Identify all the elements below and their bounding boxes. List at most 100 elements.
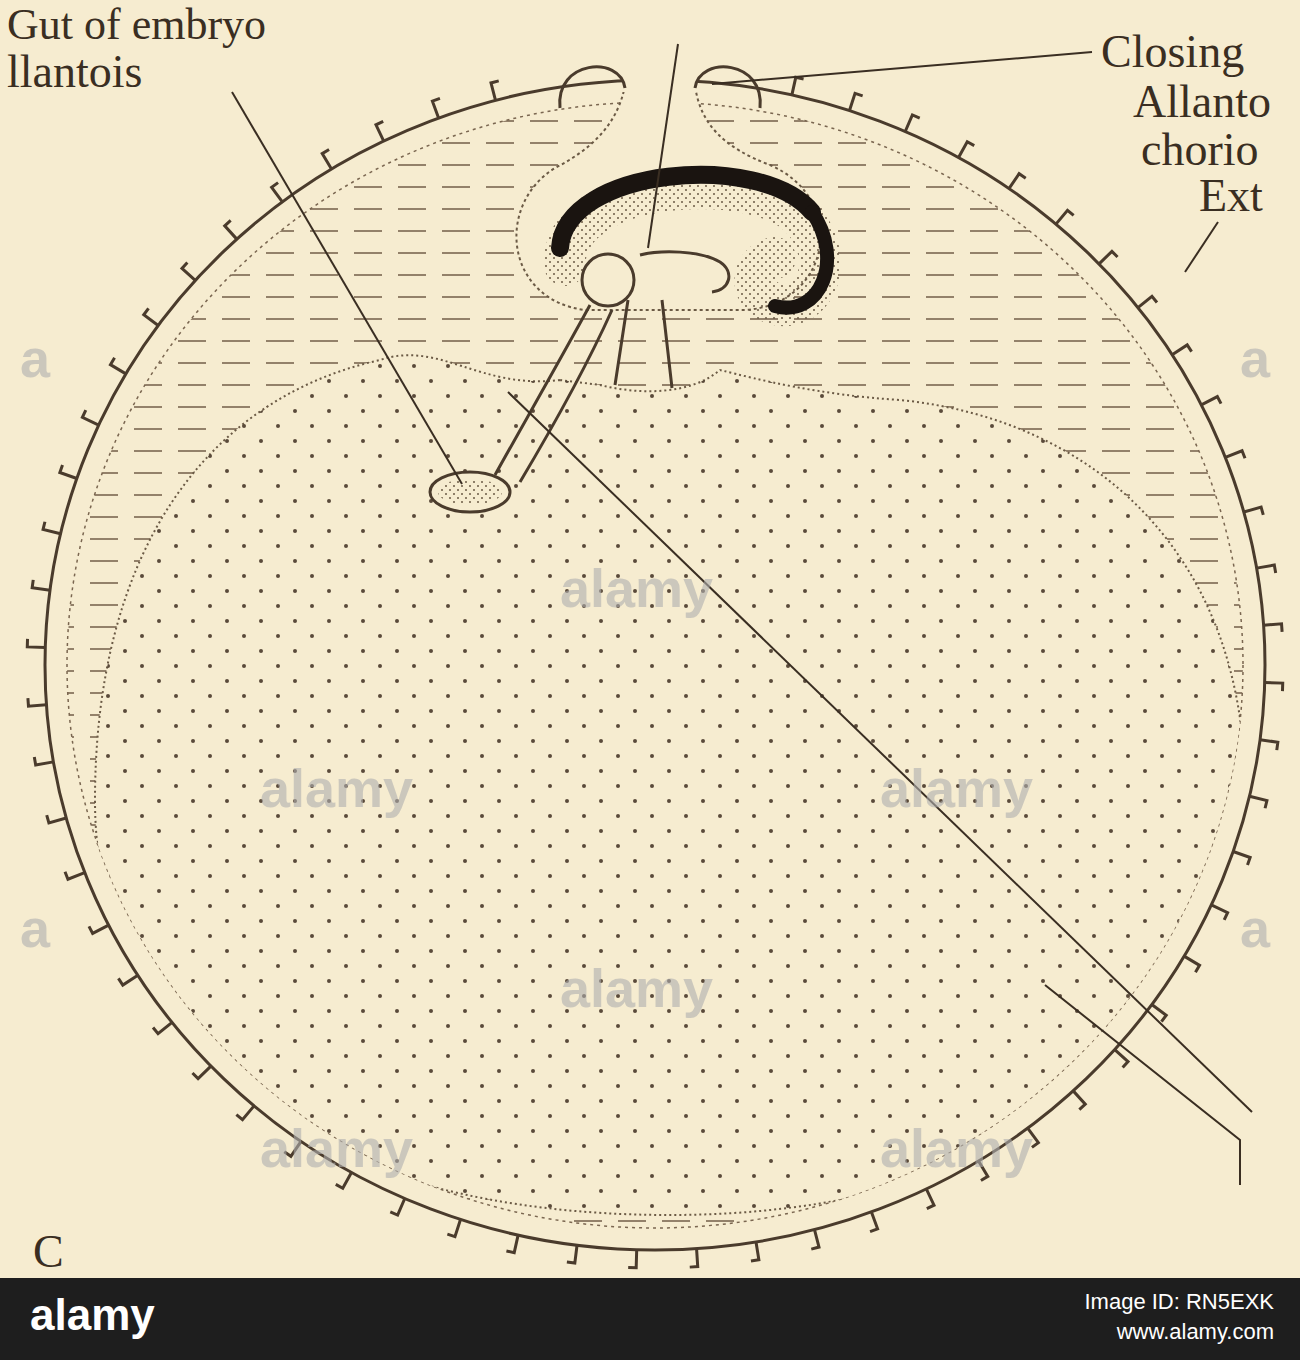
footer-text: alamy	[30, 1292, 155, 1338]
right-fold-tip	[695, 67, 760, 108]
villus	[153, 1022, 172, 1033]
villus	[1264, 624, 1283, 632]
chorion-outer	[45, 80, 1265, 1250]
villus	[110, 358, 125, 374]
label: chorio	[1138, 126, 1262, 174]
panel-letter: C	[30, 1228, 67, 1276]
villus	[43, 522, 61, 534]
watermark: a	[1240, 330, 1270, 387]
amnion-gap	[622, 40, 698, 92]
villus	[236, 1106, 254, 1120]
watermark: a	[20, 330, 50, 387]
villus	[506, 1235, 518, 1253]
label: Allanto	[1130, 78, 1274, 126]
villus	[905, 115, 919, 132]
villus	[1172, 345, 1191, 355]
embryo-mesoderm	[565, 188, 820, 305]
left-fold-tip	[560, 67, 625, 108]
villus	[60, 465, 77, 479]
villus	[322, 150, 331, 170]
villus	[144, 308, 158, 325]
watermark: alamy	[560, 560, 713, 617]
villus	[959, 142, 975, 158]
villus	[1009, 174, 1026, 189]
villus	[1184, 956, 1199, 972]
villus	[34, 757, 53, 765]
villus	[870, 1212, 878, 1232]
villus	[1249, 796, 1267, 808]
villus	[225, 220, 237, 239]
villus	[1056, 210, 1074, 224]
villus	[1099, 251, 1117, 264]
footer-text: www.alamy.com	[1117, 1320, 1274, 1343]
villus	[491, 81, 499, 100]
embryo-head	[775, 212, 827, 308]
yolk-stipple	[95, 355, 1245, 1215]
yolk-sac	[95, 355, 1245, 1215]
villus	[567, 1245, 577, 1263]
villus	[1152, 1004, 1166, 1021]
watermark: a	[20, 900, 50, 957]
embryo-gut	[640, 252, 729, 292]
villus	[447, 1219, 460, 1236]
villus	[792, 77, 804, 95]
tail-fold	[582, 254, 634, 306]
villus	[65, 872, 85, 879]
leader-line	[508, 392, 1252, 1112]
label: Closing	[1098, 28, 1247, 76]
watermark: alamy	[880, 760, 1033, 817]
villus	[1265, 683, 1283, 692]
villus	[376, 121, 384, 141]
background	[0, 0, 1300, 1280]
villus	[628, 1250, 637, 1268]
allantoic-stalk	[495, 305, 612, 482]
villus	[1233, 852, 1250, 866]
villus	[1211, 905, 1227, 920]
leader-line	[712, 52, 1092, 84]
leader-line	[232, 92, 462, 484]
leader-line	[1045, 985, 1240, 1185]
villus	[1260, 740, 1278, 750]
villus	[192, 1066, 210, 1079]
villus	[47, 815, 66, 823]
villus	[89, 925, 109, 933]
label: llantois	[4, 48, 145, 96]
footer-bar	[0, 1278, 1300, 1360]
villus	[1257, 565, 1276, 573]
label: Gut of embryo	[4, 2, 269, 48]
villus	[28, 698, 47, 706]
villus	[82, 410, 98, 425]
villus	[926, 1189, 934, 1209]
villus	[1225, 451, 1245, 458]
watermark: alamy	[260, 1120, 413, 1177]
villus	[850, 93, 863, 110]
amniotic-cavity	[516, 85, 820, 310]
villus	[690, 1249, 698, 1267]
villus	[1138, 296, 1157, 307]
villus	[272, 183, 283, 202]
villus	[1073, 1091, 1085, 1110]
label: Ext	[1196, 172, 1266, 220]
yolk-stalk	[615, 300, 672, 388]
villus	[1115, 1050, 1128, 1068]
allantois	[430, 472, 510, 512]
villus	[811, 1230, 819, 1249]
watermark: alamy	[880, 1120, 1033, 1177]
villus	[32, 580, 50, 590]
watermark: alamy	[560, 960, 713, 1017]
villus	[751, 1242, 759, 1261]
watermark: a	[1240, 900, 1270, 957]
villus	[390, 1199, 404, 1216]
leader-line	[648, 44, 678, 248]
villus	[1244, 507, 1263, 515]
embryo-ectoderm	[560, 175, 812, 248]
villus	[1201, 397, 1221, 405]
villus	[182, 262, 195, 280]
allantois-lining	[438, 479, 502, 505]
villus	[118, 975, 137, 985]
villus	[27, 639, 45, 648]
villus	[432, 98, 440, 118]
watermark: alamy	[260, 760, 413, 817]
chorionic-villi	[27, 77, 1282, 1267]
